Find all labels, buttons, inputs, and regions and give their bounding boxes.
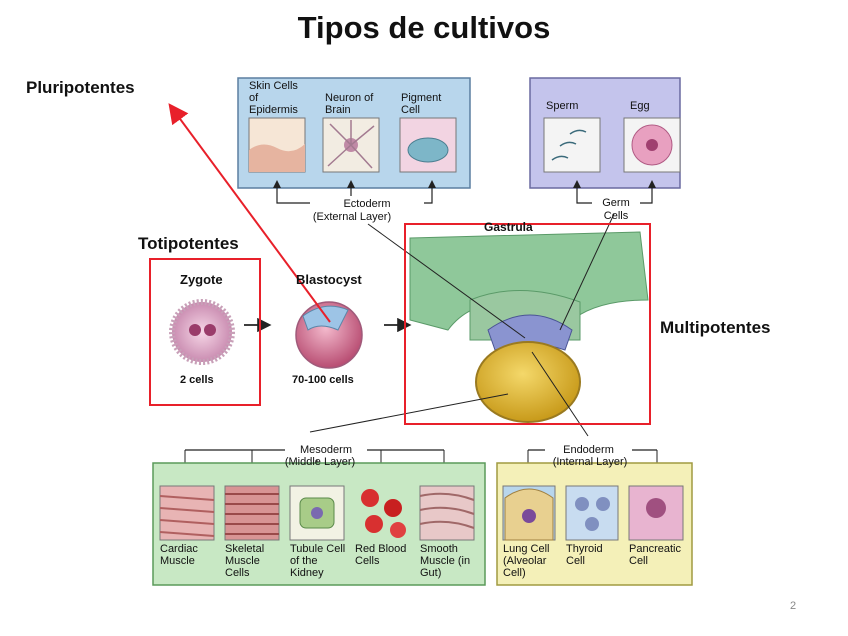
lung-cell-label: Lung Cell (Alveolar Cell): [503, 543, 550, 579]
endoderm-sub: (Internal Layer): [552, 456, 628, 468]
pluripotent-callout: Pluripotentes: [26, 78, 135, 97]
gastrula-yolk: [475, 341, 581, 423]
smooth-muscle-lines: [419, 492, 475, 529]
blastocyst-cells-label: 70-100 cells: [292, 374, 354, 386]
rbc-4: [390, 522, 406, 538]
sperm-label: Sperm: [546, 100, 579, 112]
germ-pointer: [559, 213, 615, 331]
red-blood-label: Red Blood Cells: [355, 543, 407, 567]
blastocyst-inner-mass: [302, 305, 349, 331]
neuron-label: Neuron of Brain: [325, 92, 374, 116]
multipotent-callout: Multipotentes: [660, 318, 771, 337]
skeletal-stripes: [225, 493, 279, 535]
germ-sub: Cells: [603, 210, 629, 222]
germ-name: Germ: [602, 197, 630, 209]
pigment-cell-label: Pigment Cell: [401, 92, 442, 116]
zygote-nucleus-2: [204, 324, 216, 336]
pancreatic-nucleus: [646, 498, 666, 518]
smooth-muscle-label: Smooth Muscle (in Gut): [420, 543, 471, 579]
thyroid-nucleus-3: [585, 517, 599, 531]
ectoderm-name: Ectoderm: [343, 198, 391, 210]
sperm-tails: [551, 129, 587, 161]
gastrula-label: Gastrula: [484, 220, 533, 234]
rbc-2: [384, 499, 402, 517]
totipotent-callout: Totipotentes: [138, 234, 239, 253]
skeletal-muscle-label: Skeletal Muscle Cells: [225, 543, 265, 579]
cardiac-muscle-label: Cardiac Muscle: [160, 543, 198, 567]
thyroid-nucleus-1: [575, 497, 589, 511]
mesoderm-pointer: [309, 393, 509, 433]
egg-nucleus: [646, 139, 658, 151]
mesoderm-sub: (Middle Layer): [284, 456, 356, 468]
ectoderm-pointer: [367, 223, 526, 339]
zygote-label: Zygote: [180, 272, 223, 287]
mesoderm-name: Mesoderm: [300, 444, 352, 456]
pancreatic-cell-label: Pancreatic Cell: [629, 543, 681, 567]
blastocyst-label: Blastocyst: [296, 272, 362, 287]
egg-label: Egg: [630, 100, 650, 112]
pluripotent-arrow: [168, 103, 331, 323]
kidney-tubule-nucleus: [311, 507, 323, 519]
thyroid-cell-image: [565, 485, 619, 541]
thyroid-cell-label: Thyroid Cell: [566, 543, 603, 567]
skin-cell-label: Skin Cells of Epidermis: [249, 80, 298, 116]
skin-cell-texture: [249, 144, 305, 172]
kidney-tubule-label: Tubule Cell of the Kidney: [290, 543, 346, 579]
sperm-image: [543, 117, 601, 173]
ectoderm-sub: (External Layer): [312, 211, 392, 223]
rbc-1: [361, 489, 379, 507]
endoderm-name: Endoderm: [563, 444, 614, 456]
zygote-cell: [169, 299, 235, 365]
zygote-cells-label: 2 cells: [180, 374, 214, 386]
neuron-dendrites: [327, 120, 375, 169]
endoderm-pointer: [531, 351, 589, 437]
rbc-3: [365, 515, 383, 533]
totipotent-box: [149, 258, 261, 406]
pigment-cell-body: [407, 137, 449, 163]
cardiac-stripes: [159, 495, 215, 537]
page-title: Tipos de cultivos: [297, 10, 551, 45]
cardiac-muscle-image: [159, 485, 215, 541]
thyroid-nucleus-2: [596, 497, 610, 511]
multipotent-box: [404, 223, 651, 425]
zygote-nucleus-1: [189, 324, 201, 336]
page-number: 2: [790, 600, 797, 612]
germ-connector: [576, 188, 653, 204]
lung-cell-nucleus: [522, 509, 536, 523]
